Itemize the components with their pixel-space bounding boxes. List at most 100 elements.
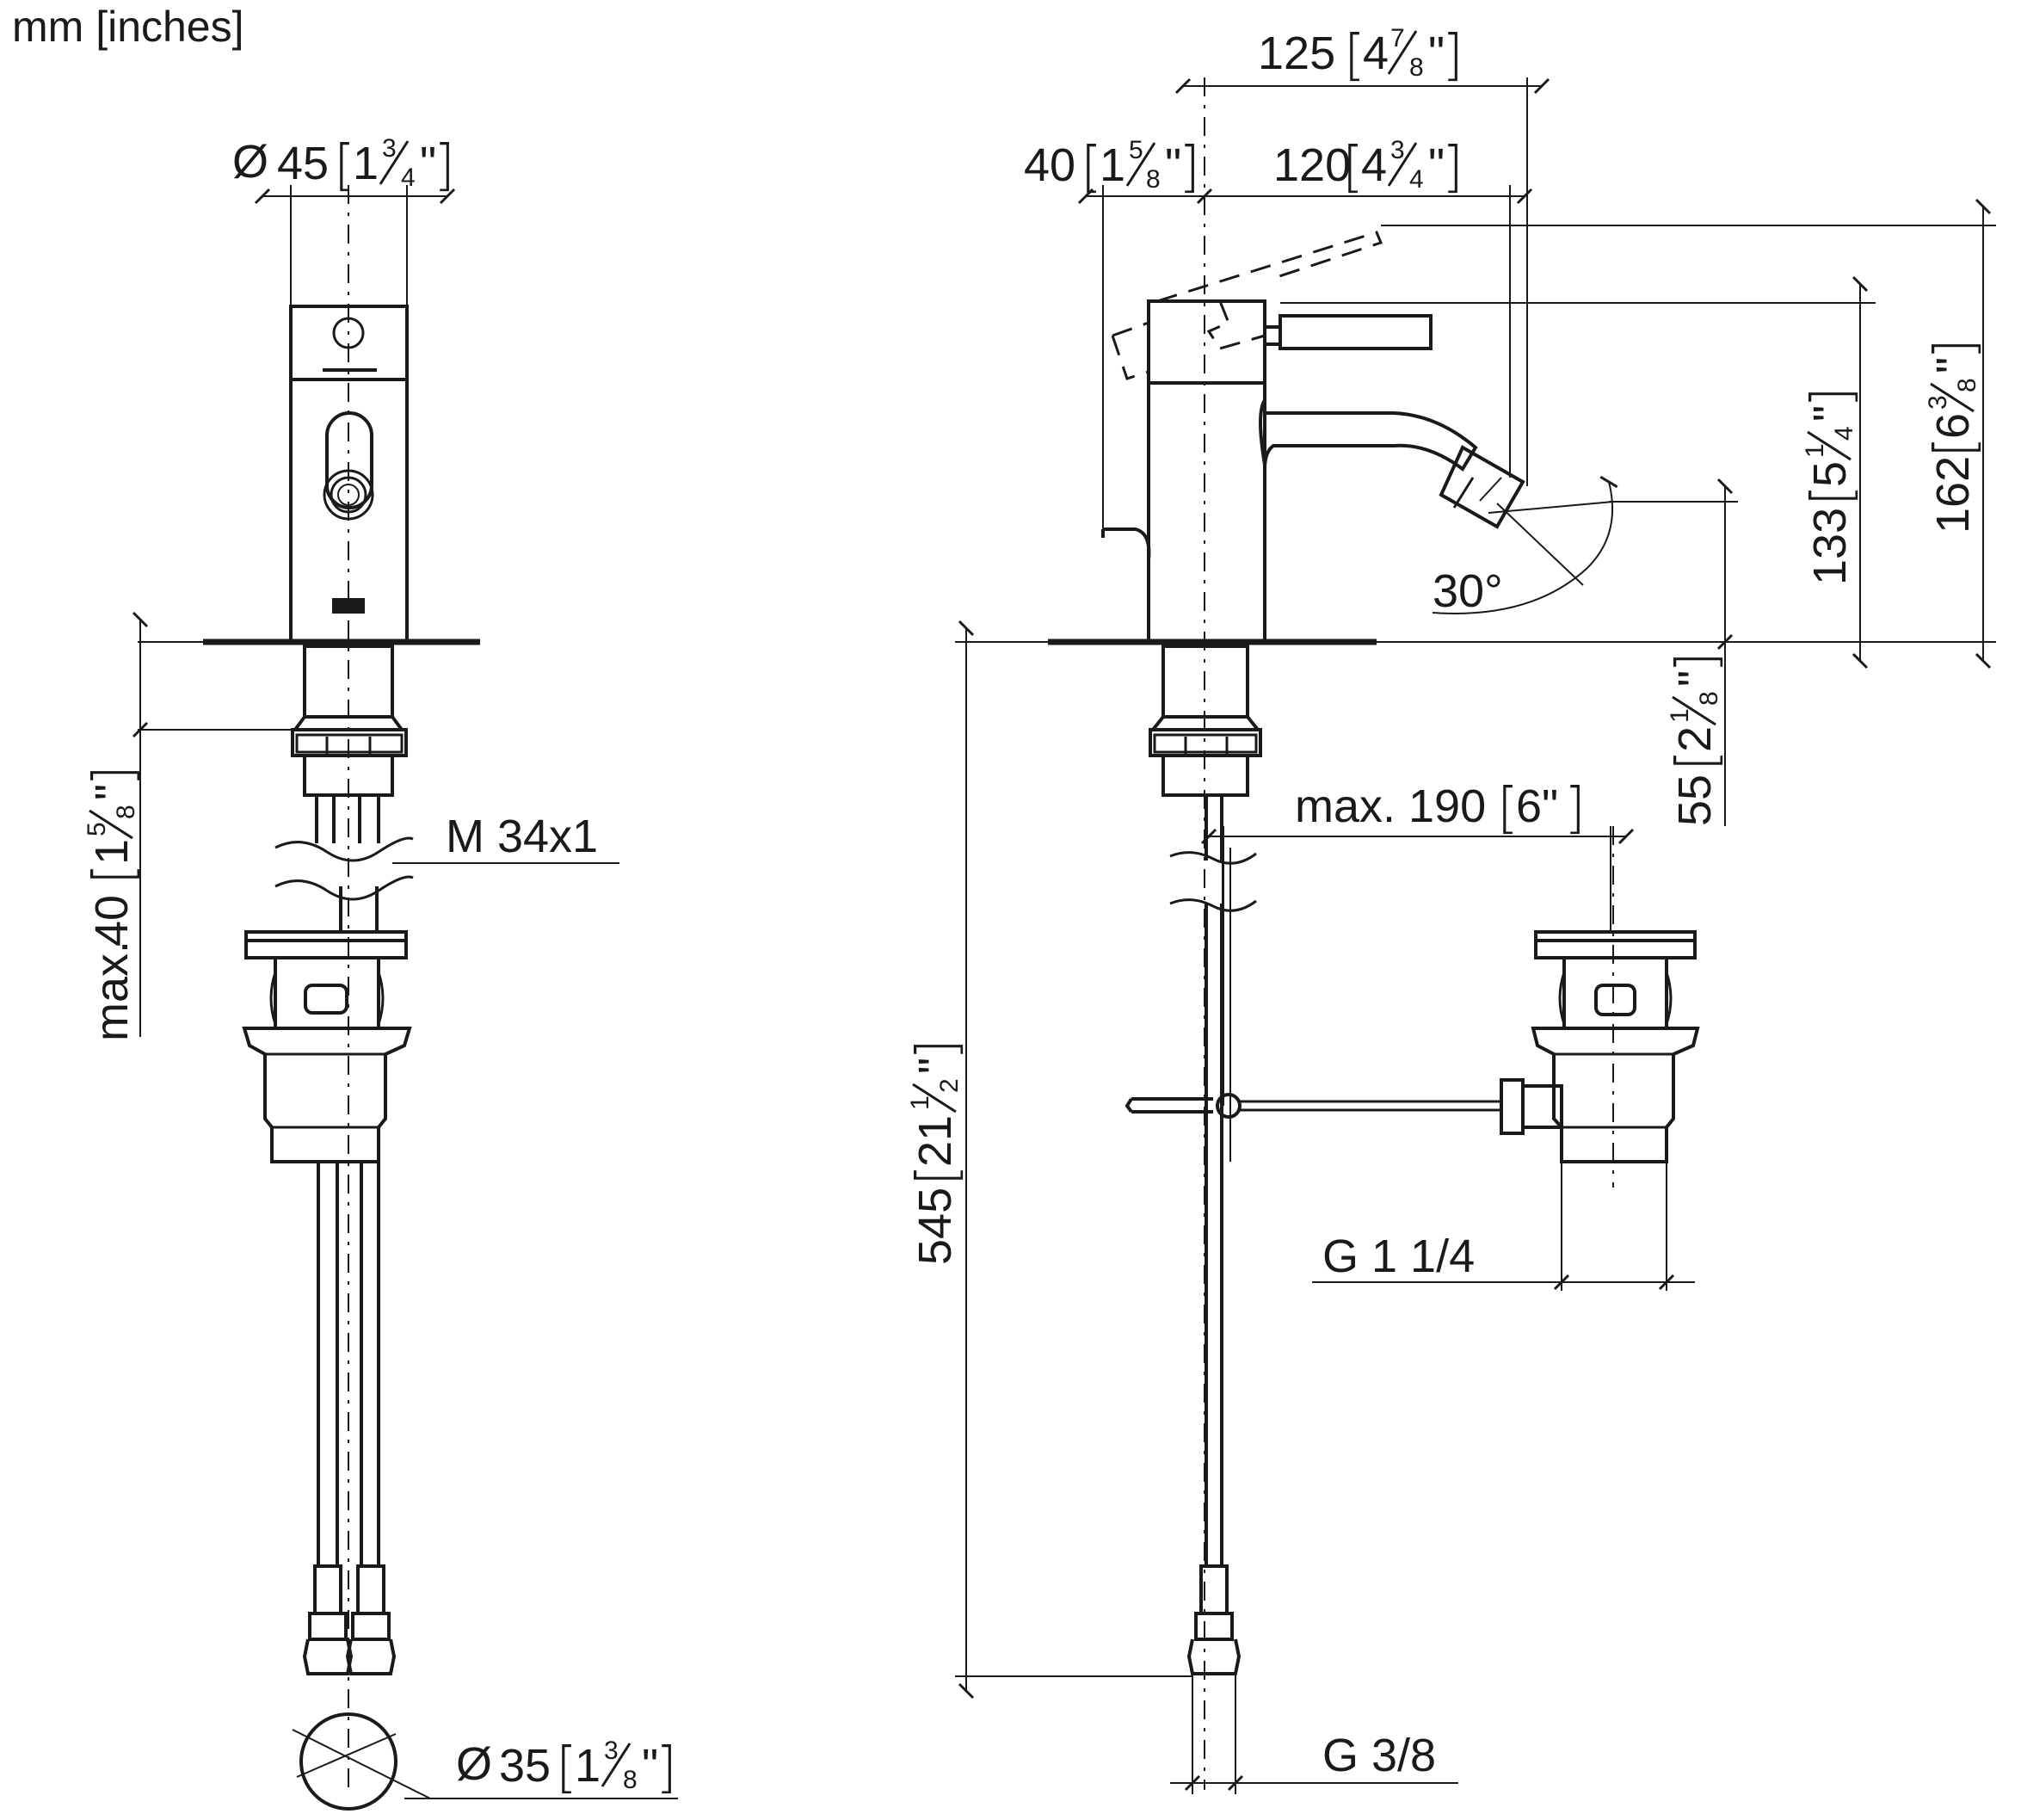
svg-text:": " — [909, 1058, 961, 1074]
svg-text:1: 1 — [906, 1095, 934, 1110]
svg-text:": " — [1927, 357, 1979, 373]
svg-text:7: 7 — [1390, 24, 1405, 52]
front-view — [203, 185, 480, 1811]
svg-text:[: [ — [1924, 436, 1987, 458]
svg-text:45: 45 — [277, 138, 329, 189]
svg-text:2: 2 — [935, 1078, 964, 1093]
svg-text:Ø: Ø — [456, 1738, 492, 1790]
svg-text:[: [ — [1801, 484, 1864, 506]
svg-text:5: 5 — [1129, 136, 1143, 164]
dimension-max-40: max. 40 [ 1 5 8 " ] — [83, 611, 293, 1041]
svg-text:[: [ — [1344, 24, 1365, 88]
svg-text:125: 125 — [1258, 28, 1335, 79]
svg-text:Ø: Ø — [232, 136, 268, 188]
svg-text:": " — [1428, 139, 1445, 191]
svg-text:30°: 30° — [1433, 565, 1503, 617]
svg-text:": " — [1165, 139, 1181, 191]
dimension-thread-g38: G 3/8 — [1170, 1674, 1458, 1794]
mounting-hole — [299, 1712, 397, 1811]
svg-text:1: 1 — [353, 138, 379, 189]
svg-text:]: ] — [1666, 651, 1729, 673]
dimension-diameter-45: Ø 45 [ 1 3 4 " ] — [232, 134, 456, 306]
svg-text:]: ] — [656, 1737, 677, 1800]
lever-pivot-icon — [332, 317, 365, 349]
svg-text:": " — [1804, 405, 1856, 422]
svg-text:M 34x1: M 34x1 — [446, 811, 598, 862]
dimension-125: 125 [ 4 7 8 " ] — [1174, 24, 1550, 486]
svg-text:[: [ — [1497, 777, 1519, 841]
svg-text:40: 40 — [1024, 139, 1075, 191]
svg-text:]: ] — [906, 1039, 970, 1060]
svg-text:4: 4 — [1361, 139, 1387, 191]
svg-text:8: 8 — [112, 805, 140, 819]
svg-text:[: [ — [334, 134, 355, 198]
svg-text:3: 3 — [604, 1737, 619, 1765]
svg-text:4: 4 — [1830, 426, 1858, 441]
svg-text:": " — [1669, 670, 1721, 687]
svg-text:]: ] — [1179, 136, 1200, 200]
brand-logo — [332, 598, 365, 614]
units-label: mm [inches] — [12, 3, 244, 51]
svg-text:35: 35 — [499, 1740, 551, 1792]
svg-text:545: 545 — [909, 1188, 961, 1265]
svg-text:1: 1 — [1666, 708, 1694, 723]
svg-text:[: [ — [1342, 136, 1364, 200]
svg-text:]: ] — [1564, 777, 1586, 841]
dimension-max-190: max. 190 [ 6" ] — [1200, 777, 1635, 1106]
svg-text:G 1 1/4: G 1 1/4 — [1322, 1231, 1475, 1282]
svg-text:120: 120 — [1273, 139, 1351, 191]
svg-text:8: 8 — [1409, 53, 1424, 82]
svg-text:8: 8 — [1695, 691, 1723, 706]
svg-text:8: 8 — [623, 1766, 638, 1794]
dimension-thread-g114: G 1 1/4 — [1312, 1162, 1695, 1291]
svg-text:]: ] — [434, 134, 455, 198]
svg-text:3: 3 — [1924, 395, 1952, 410]
svg-text:1: 1 — [1801, 443, 1829, 458]
side-view — [1048, 77, 1700, 1790]
svg-text:4: 4 — [401, 163, 416, 192]
svg-text:5: 5 — [1804, 461, 1856, 487]
svg-text:[: [ — [906, 1164, 970, 1186]
dimension-55: 55 [ 2 1 8 " ] — [1609, 478, 1738, 826]
svg-text:5: 5 — [83, 822, 111, 836]
svg-text:55: 55 — [1669, 774, 1721, 826]
svg-text:": " — [86, 784, 138, 800]
svg-text:[: [ — [83, 863, 146, 885]
svg-text:G 3/8: G 3/8 — [1322, 1730, 1436, 1781]
svg-text:4: 4 — [1409, 165, 1424, 194]
svg-text:1: 1 — [575, 1740, 601, 1792]
svg-text:133: 133 — [1804, 508, 1856, 585]
svg-text:]: ] — [1442, 24, 1463, 88]
svg-text:40: 40 — [86, 895, 138, 947]
svg-text:3: 3 — [1390, 136, 1405, 164]
svg-text:]: ] — [1442, 136, 1463, 200]
svg-text:8: 8 — [1953, 378, 1981, 392]
svg-text:max.: max. — [86, 941, 138, 1041]
svg-text:21: 21 — [909, 1115, 961, 1167]
svg-text:]: ] — [1924, 338, 1987, 360]
svg-text:": " — [1428, 28, 1445, 79]
svg-text:[: [ — [1666, 750, 1729, 771]
svg-text:]: ] — [83, 765, 146, 787]
dimension-40-and-120: 40 [ 1 5 8 " ] 120 [ 4 3 4 " ] — [1024, 136, 1533, 478]
svg-text:6: 6 — [1927, 413, 1979, 439]
svg-text:2: 2 — [1669, 726, 1721, 752]
dimension-133: 133 [ 5 1 4 " ] — [1280, 275, 1876, 669]
svg-text:": " — [642, 1740, 658, 1792]
svg-text:3: 3 — [382, 134, 397, 163]
svg-text:4: 4 — [1363, 28, 1389, 79]
svg-text:1: 1 — [86, 839, 138, 865]
svg-text:162: 162 — [1927, 456, 1979, 534]
dimension-162: 162 [ 6 3 8 " ] — [1377, 198, 1996, 669]
svg-text:[: [ — [556, 1737, 577, 1800]
svg-text:max. 190: max. 190 — [1295, 780, 1486, 832]
dimension-diameter-35: Ø 35 [ 1 3 8 " ] — [404, 1737, 678, 1800]
svg-text:": " — [420, 138, 436, 189]
svg-text:1: 1 — [1100, 139, 1125, 191]
svg-text:6": 6" — [1516, 780, 1558, 832]
svg-text:]: ] — [1801, 386, 1864, 408]
svg-text:[: [ — [1081, 136, 1102, 200]
svg-text:8: 8 — [1146, 165, 1161, 194]
dimension-angle-30: 30° — [1432, 475, 1618, 617]
